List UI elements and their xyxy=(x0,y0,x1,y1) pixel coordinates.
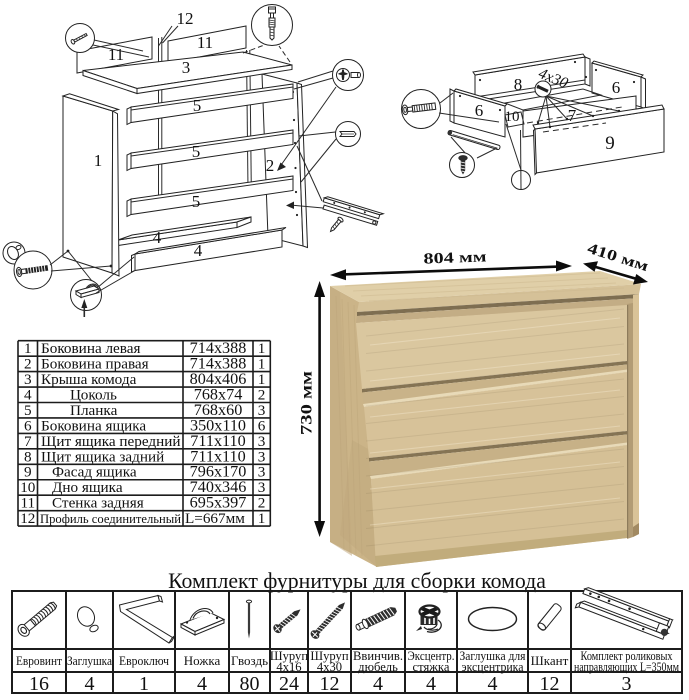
svg-text:Комплект роликовых: Комплект роликовых xyxy=(581,649,674,663)
svg-text:9: 9 xyxy=(605,133,615,154)
svg-text:Заглушка для: Заглушка для xyxy=(460,649,526,663)
svg-text:5: 5 xyxy=(24,402,32,419)
svg-text:796х170: 796х170 xyxy=(190,463,247,481)
svg-text:Шуруп: Шуруп xyxy=(270,649,308,663)
svg-text:740х346: 740х346 xyxy=(190,478,247,496)
svg-text:4: 4 xyxy=(24,386,32,403)
svg-text:Щит ящика задний: Щит ящика задний xyxy=(41,448,164,465)
svg-text:Боковина левая: Боковина левая xyxy=(41,340,141,357)
svg-text:4: 4 xyxy=(85,673,95,695)
svg-text:711х110: 711х110 xyxy=(190,447,245,465)
svg-text:Ввинчив.: Ввинчив. xyxy=(353,649,403,663)
svg-text:стяжка: стяжка xyxy=(413,660,450,674)
svg-text:350х110: 350х110 xyxy=(190,416,246,434)
svg-text:Боковина правая: Боковина правая xyxy=(41,356,149,373)
svg-text:6: 6 xyxy=(475,101,484,120)
svg-text:4: 4 xyxy=(194,241,203,260)
svg-text:Комплект фурнитуры для сборки: Комплект фурнитуры для сборки комода xyxy=(168,569,546,593)
svg-text:3: 3 xyxy=(622,673,632,695)
svg-text:12: 12 xyxy=(320,673,340,695)
svg-text:8: 8 xyxy=(514,75,523,94)
svg-text:8: 8 xyxy=(24,448,32,465)
svg-text:2: 2 xyxy=(266,156,275,175)
svg-text:3: 3 xyxy=(182,58,191,77)
svg-text:695х397: 695х397 xyxy=(190,494,247,512)
svg-text:11: 11 xyxy=(20,495,35,512)
svg-text:4: 4 xyxy=(197,673,207,695)
svg-text:5: 5 xyxy=(192,192,201,211)
svg-text:10: 10 xyxy=(505,109,520,125)
svg-text:Боковина ящика: Боковина ящика xyxy=(41,417,146,434)
svg-text:Планка: Планка xyxy=(70,402,118,419)
svg-text:804х406: 804х406 xyxy=(190,370,247,388)
svg-text:24: 24 xyxy=(279,673,299,695)
svg-text:2: 2 xyxy=(258,386,266,403)
svg-text:12: 12 xyxy=(540,673,560,695)
svg-text:2: 2 xyxy=(24,356,32,373)
svg-text:6: 6 xyxy=(24,417,32,434)
svg-text:Шкант: Шкант xyxy=(531,653,569,668)
svg-text:Крыша комода: Крыша комода xyxy=(41,371,137,388)
svg-text:Фасад ящика: Фасад ящика xyxy=(52,464,137,481)
svg-text:730 мм: 730 мм xyxy=(299,371,316,435)
svg-text:Евровинт: Евровинт xyxy=(16,653,62,668)
svg-text:12: 12 xyxy=(177,9,194,28)
svg-text:7: 7 xyxy=(24,433,32,450)
svg-text:711х110: 711х110 xyxy=(190,432,245,450)
svg-text:1: 1 xyxy=(139,673,149,695)
svg-text:1: 1 xyxy=(24,340,32,357)
svg-text:11: 11 xyxy=(108,45,124,64)
svg-text:714х388: 714х388 xyxy=(190,339,247,357)
svg-text:714х388: 714х388 xyxy=(190,355,247,373)
svg-text:16: 16 xyxy=(29,673,49,695)
svg-text:4: 4 xyxy=(426,673,436,695)
svg-text:2: 2 xyxy=(258,495,266,512)
svg-text:3: 3 xyxy=(258,402,266,419)
svg-text:6: 6 xyxy=(612,78,621,97)
svg-text:Евроключ: Евроключ xyxy=(119,653,169,668)
svg-text:Щит ящика передний: Щит ящика передний xyxy=(41,433,181,450)
svg-text:Шуруп: Шуруп xyxy=(310,649,348,663)
svg-text:3: 3 xyxy=(24,371,32,388)
svg-text:1: 1 xyxy=(258,340,266,357)
svg-text:7: 7 xyxy=(568,106,577,125)
svg-text:3: 3 xyxy=(258,479,266,496)
svg-text:9: 9 xyxy=(24,464,32,481)
svg-text:11: 11 xyxy=(197,33,213,52)
svg-text:1: 1 xyxy=(94,151,103,170)
svg-text:6: 6 xyxy=(258,417,266,434)
svg-text:12: 12 xyxy=(20,510,35,527)
svg-text:Профиль соединительный: Профиль соединительный xyxy=(40,512,181,526)
svg-text:L=667мм: L=667мм xyxy=(185,510,245,527)
svg-text:3: 3 xyxy=(258,448,266,465)
svg-text:768х60: 768х60 xyxy=(194,401,243,419)
svg-text:Эксцентр.: Эксцентр. xyxy=(408,649,455,663)
svg-text:804 мм: 804 мм xyxy=(423,248,487,267)
svg-text:10: 10 xyxy=(20,479,36,496)
svg-text:4: 4 xyxy=(373,673,383,695)
svg-text:4х30: 4х30 xyxy=(317,660,342,674)
svg-text:1: 1 xyxy=(258,510,266,527)
svg-text:4: 4 xyxy=(488,673,498,695)
svg-text:5: 5 xyxy=(193,96,202,115)
svg-text:3: 3 xyxy=(258,464,266,481)
svg-text:направляющих L=350мм: направляющих L=350мм xyxy=(574,660,679,674)
svg-text:Заглушка: Заглушка xyxy=(67,653,112,668)
svg-text:80: 80 xyxy=(240,673,260,695)
svg-text:Цоколь: Цоколь xyxy=(70,386,117,403)
svg-text:дюбель: дюбель xyxy=(358,660,398,674)
svg-text:Гвоздь: Гвоздь xyxy=(231,653,268,668)
svg-text:Ножка: Ножка xyxy=(184,653,221,668)
svg-text:Дно ящика: Дно ящика xyxy=(52,479,123,496)
svg-text:4: 4 xyxy=(153,228,162,247)
svg-text:1: 1 xyxy=(258,356,266,373)
svg-text:768х74: 768х74 xyxy=(194,385,243,403)
svg-text:3: 3 xyxy=(258,433,266,450)
svg-text:эксцентрика: эксцентрика xyxy=(462,660,524,674)
svg-text:1: 1 xyxy=(258,371,266,388)
svg-text:Стенка задняя: Стенка задняя xyxy=(52,495,144,512)
svg-text:4х16: 4х16 xyxy=(276,660,301,674)
svg-text:5: 5 xyxy=(192,142,201,161)
